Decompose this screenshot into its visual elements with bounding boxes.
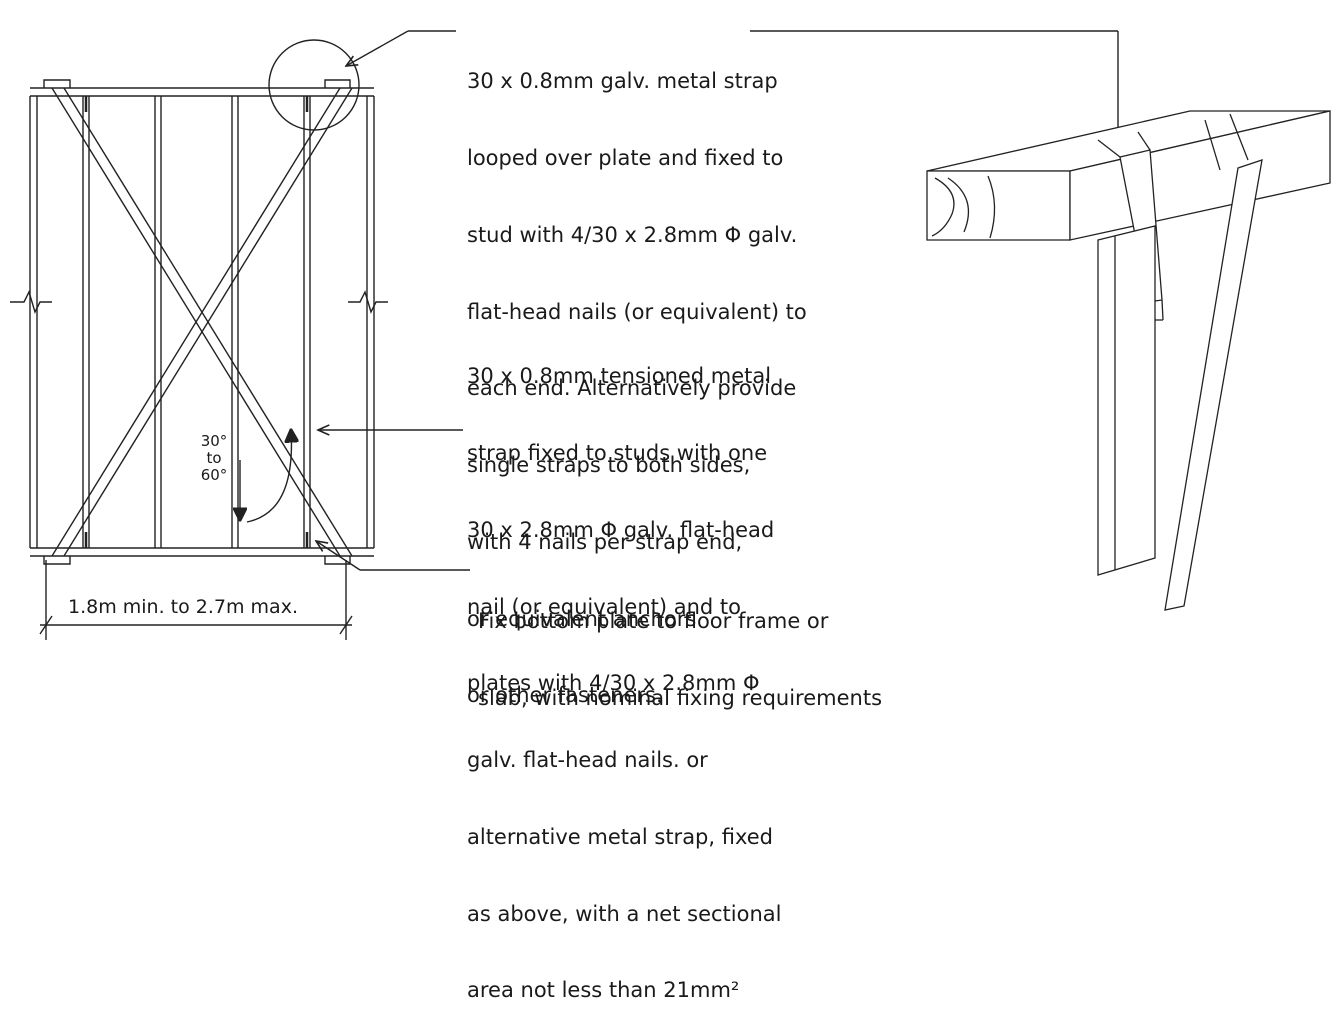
note-tension-strap-line-6: galv. flat-head nails. or xyxy=(467,748,708,773)
break-mark-right xyxy=(348,290,388,314)
note-tension-strap-line-1: 30 x 0.8mm tensioned metal xyxy=(467,364,772,389)
angle-indicator xyxy=(240,430,291,523)
top-plate xyxy=(30,87,374,97)
note-bottom-plate-line-1: Fix bottom plate to floor frame or xyxy=(478,609,829,634)
leader-to-3d-detail xyxy=(750,30,1118,140)
note-tension-strap-line-7: alternative metal strap, fixed xyxy=(467,824,773,849)
iso-diagonal-strap-band xyxy=(1204,113,1249,171)
angle-label-max: 60° xyxy=(200,466,228,484)
note-tension-strap-line-8: as above, with a net sectional xyxy=(467,901,782,926)
diagonal-strap-a xyxy=(51,87,353,557)
note-top-strap-line-7: with 4 nails per strap end, xyxy=(467,529,743,554)
overall-dimension xyxy=(39,560,353,640)
detail-circle xyxy=(268,39,360,131)
break-mark-left xyxy=(10,290,52,314)
angle-label-min: 30° xyxy=(200,432,228,450)
note-tension-strap-line-4: nail (or equivalent) and to xyxy=(467,594,741,619)
note-top-strap-line-6: single straps to both sides, xyxy=(467,453,751,478)
bottom-plate xyxy=(30,547,374,557)
isometric-detail xyxy=(926,110,1331,611)
note-tension-strap-line-2: strap fixed to studs with one xyxy=(467,440,768,465)
note-top-strap-line-8: or equivalent anchors xyxy=(467,606,697,631)
note-top-strap-line-4: flat-head nails (or equivalent) to xyxy=(467,299,807,324)
angle-label: 30° to 60° xyxy=(192,433,236,484)
note-top-strap-line-1: 30 x 0.8mm galv. metal strap xyxy=(467,69,778,94)
leader-bottom-plate xyxy=(316,541,470,571)
note-bottom-plate: Fix bottom plate to floor frame or slab,… xyxy=(478,558,882,737)
wall-frame-elevation xyxy=(10,39,388,565)
note-bottom-plate-line-2: slab, with nominal fixing requirements xyxy=(478,685,883,710)
note-tension-strap-line-9: area not less than 21mm² xyxy=(467,978,740,1003)
iso-stud xyxy=(1097,225,1156,576)
note-top-strap: 30 x 0.8mm galv. metal strap looped over… xyxy=(467,18,807,735)
leader-top-strap xyxy=(346,30,456,66)
diagonal-strap-b xyxy=(51,87,353,557)
note-top-strap-line-3: stud with 4/30 x 2.8mm Φ galv. xyxy=(467,222,798,247)
note-top-strap-line-2: looped over plate and fixed to xyxy=(467,145,784,170)
angle-label-to: to xyxy=(206,449,222,467)
strap-loop-ends xyxy=(43,79,351,565)
studs xyxy=(29,96,375,548)
dimension-label: 1.8m min. to 2.7m max. xyxy=(68,596,298,618)
iso-diagonal-strap xyxy=(1164,159,1263,611)
note-top-strap-line-5: each end. Alternatively provide xyxy=(467,376,797,401)
note-tension-strap-line-3: 30 x 2.8mm Φ galv. flat-head xyxy=(467,517,775,542)
bracing-drawing xyxy=(10,30,1331,640)
